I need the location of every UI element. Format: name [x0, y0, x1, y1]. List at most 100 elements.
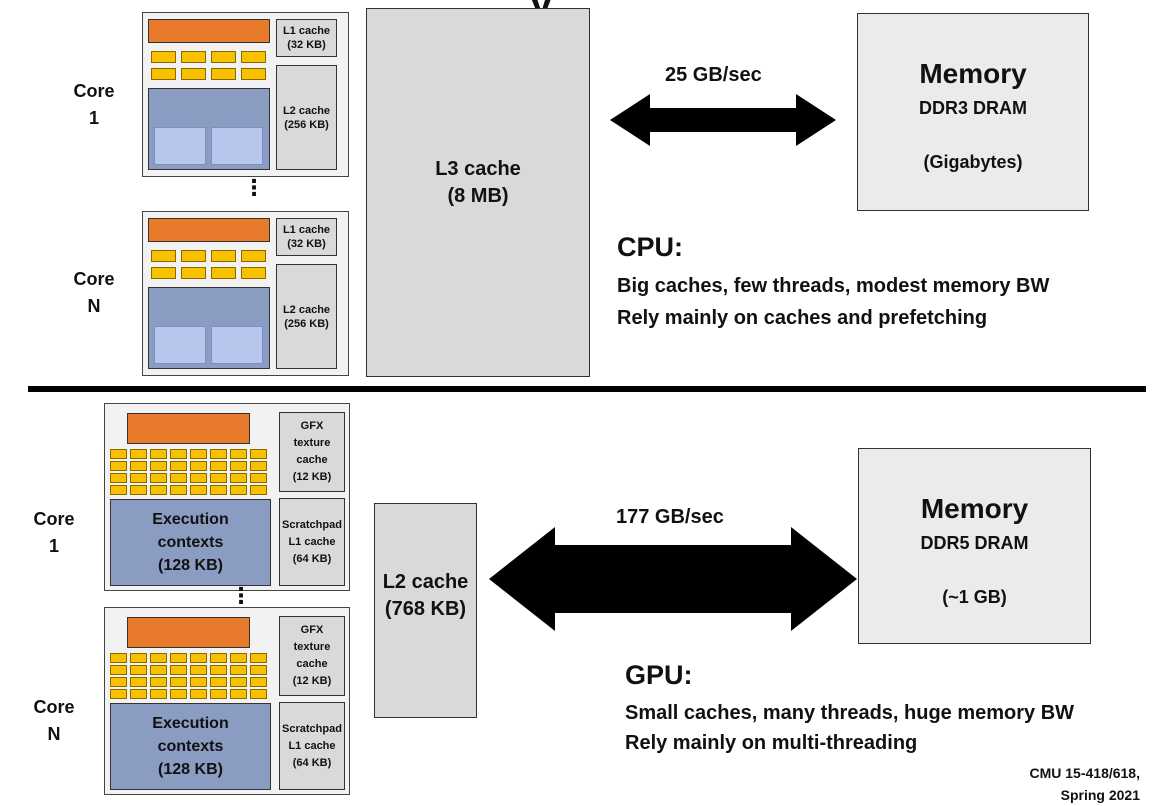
alu-unit [250, 689, 267, 699]
alu-unit [130, 665, 147, 675]
gpu-memory-title: Memory [920, 493, 1029, 524]
cpu-core1-label-line2: 1 [88, 108, 99, 128]
cpu-coreN-fetch-decode [148, 218, 270, 242]
cpu-description-line1: Big caches, few threads, modest memory B… [617, 275, 1050, 297]
alu-unit [210, 665, 227, 675]
alu-unit [250, 677, 267, 687]
cpu-coreN-label-line1: Core [73, 269, 115, 289]
gpu-core1-fetch-decode [127, 413, 250, 444]
alu-unit [230, 677, 247, 687]
alu-unit [130, 677, 147, 687]
alu-unit [130, 653, 147, 663]
register-file [154, 326, 206, 364]
alu-unit [211, 250, 236, 262]
cpu-core1-label-line1: Core [73, 81, 115, 101]
cpu-memory-title: Memory [919, 58, 1027, 89]
gpu-bandwidth-label: 177 GB/sec [616, 506, 724, 528]
course-footer: CMU 15-418/618, Spring 2021 [1029, 762, 1140, 806]
gpu-core1-exec-context: Execution contexts (128 KB) [110, 499, 271, 586]
alu-unit [170, 485, 187, 495]
alu-unit [241, 250, 266, 262]
cpu-description-line2: Rely mainly on caches and prefetching [617, 307, 988, 329]
cpu-coreN-exec-context [148, 287, 270, 369]
alu-unit [170, 665, 187, 675]
section-divider [28, 386, 1146, 392]
gpu-coreN-gfx-texture-cache: GFX texture cache (12 KB) [279, 616, 345, 696]
register-file [154, 127, 206, 165]
gpu-description-line1: Small caches, many threads, huge memory … [625, 702, 1075, 724]
alu-unit [190, 689, 207, 699]
alu-unit [181, 267, 206, 279]
alu-unit [150, 665, 167, 675]
alu-unit [130, 689, 147, 699]
alu-unit [110, 449, 127, 459]
gpu-core1-label-line2: 1 [48, 536, 59, 556]
gpu-description-line2: Rely mainly on multi-threading [625, 732, 918, 754]
alu-unit [211, 68, 236, 80]
alu-unit [230, 689, 247, 699]
gpu-coreN-scratchpad-l1-cache: Scratchpad L1 cache (64 KB) [279, 702, 345, 790]
alu-unit [210, 485, 227, 495]
cpu-core1-label: Core 1 [64, 78, 124, 132]
alu-unit [190, 449, 207, 459]
course-footer-line1: CMU 15-418/618, [1029, 765, 1140, 781]
alu-unit [130, 461, 147, 471]
alu-unit [150, 653, 167, 663]
register-file [211, 127, 263, 165]
alu-unit [250, 461, 267, 471]
cpu-core1-fetch-decode [148, 19, 270, 43]
alu-unit [241, 267, 266, 279]
alu-unit [170, 449, 187, 459]
gpu-coreN-block: Execution contexts (128 KB) GFX texture … [104, 607, 350, 795]
alu-unit [151, 51, 176, 63]
alu-unit [250, 473, 267, 483]
gpu-coreN-label: Core N [24, 694, 84, 748]
gpu-core1-label: Core 1 [24, 506, 84, 560]
cpu-coreN-l1-cache: L1 cache (32 KB) [276, 218, 337, 256]
gpu-bandwidth-arrow [489, 527, 857, 631]
alu-unit [181, 68, 206, 80]
alu-unit [170, 461, 187, 471]
gpu-coreN-alu-grid [110, 653, 270, 701]
alu-unit [250, 449, 267, 459]
alu-unit [170, 473, 187, 483]
alu-unit [210, 677, 227, 687]
cpu-memory-block: Memory DDR3 DRAM (Gigabytes) [857, 13, 1089, 211]
gpu-l2-size: (768 KB) [384, 597, 467, 620]
alu-unit [150, 473, 167, 483]
alu-unit [230, 665, 247, 675]
alu-unit [170, 689, 187, 699]
alu-unit [190, 473, 207, 483]
alu-unit [230, 653, 247, 663]
alu-unit [241, 51, 266, 63]
cpu-heading: CPU: [617, 232, 683, 262]
cpu-coreN-label-line2: N [87, 296, 101, 316]
gpu-l2-cache: L2 cache (768 KB) [374, 503, 477, 718]
alu-unit [151, 68, 176, 80]
alu-unit [150, 689, 167, 699]
gpu-l2-label: L2 cache [382, 570, 469, 593]
alu-unit [130, 449, 147, 459]
alu-unit [230, 449, 247, 459]
gpu-core1-scratchpad-l1-cache: Scratchpad L1 cache (64 KB) [279, 498, 345, 586]
alu-unit [190, 677, 207, 687]
alu-unit [230, 473, 247, 483]
gpu-core1-label-line1: Core [33, 509, 75, 529]
gpu-coreN-fetch-decode [127, 617, 250, 648]
alu-unit [190, 485, 207, 495]
alu-unit [110, 665, 127, 675]
alu-unit [210, 461, 227, 471]
cpu-memory-type: DDR3 DRAM [919, 98, 1027, 118]
alu-unit [211, 51, 236, 63]
alu-unit [250, 665, 267, 675]
gpu-core1-block: Execution contexts (128 KB) GFX texture … [104, 403, 350, 591]
course-footer-line2: Spring 2021 [1060, 787, 1140, 803]
alu-unit [230, 461, 247, 471]
alu-unit [210, 689, 227, 699]
alu-unit [110, 677, 127, 687]
cpu-core1-l2-cache: L2 cache (256 KB) [276, 65, 337, 170]
alu-unit [151, 267, 176, 279]
alu-unit [170, 653, 187, 663]
cpu-memory-size: (Gigabytes) [923, 152, 1023, 172]
alu-unit [250, 653, 267, 663]
